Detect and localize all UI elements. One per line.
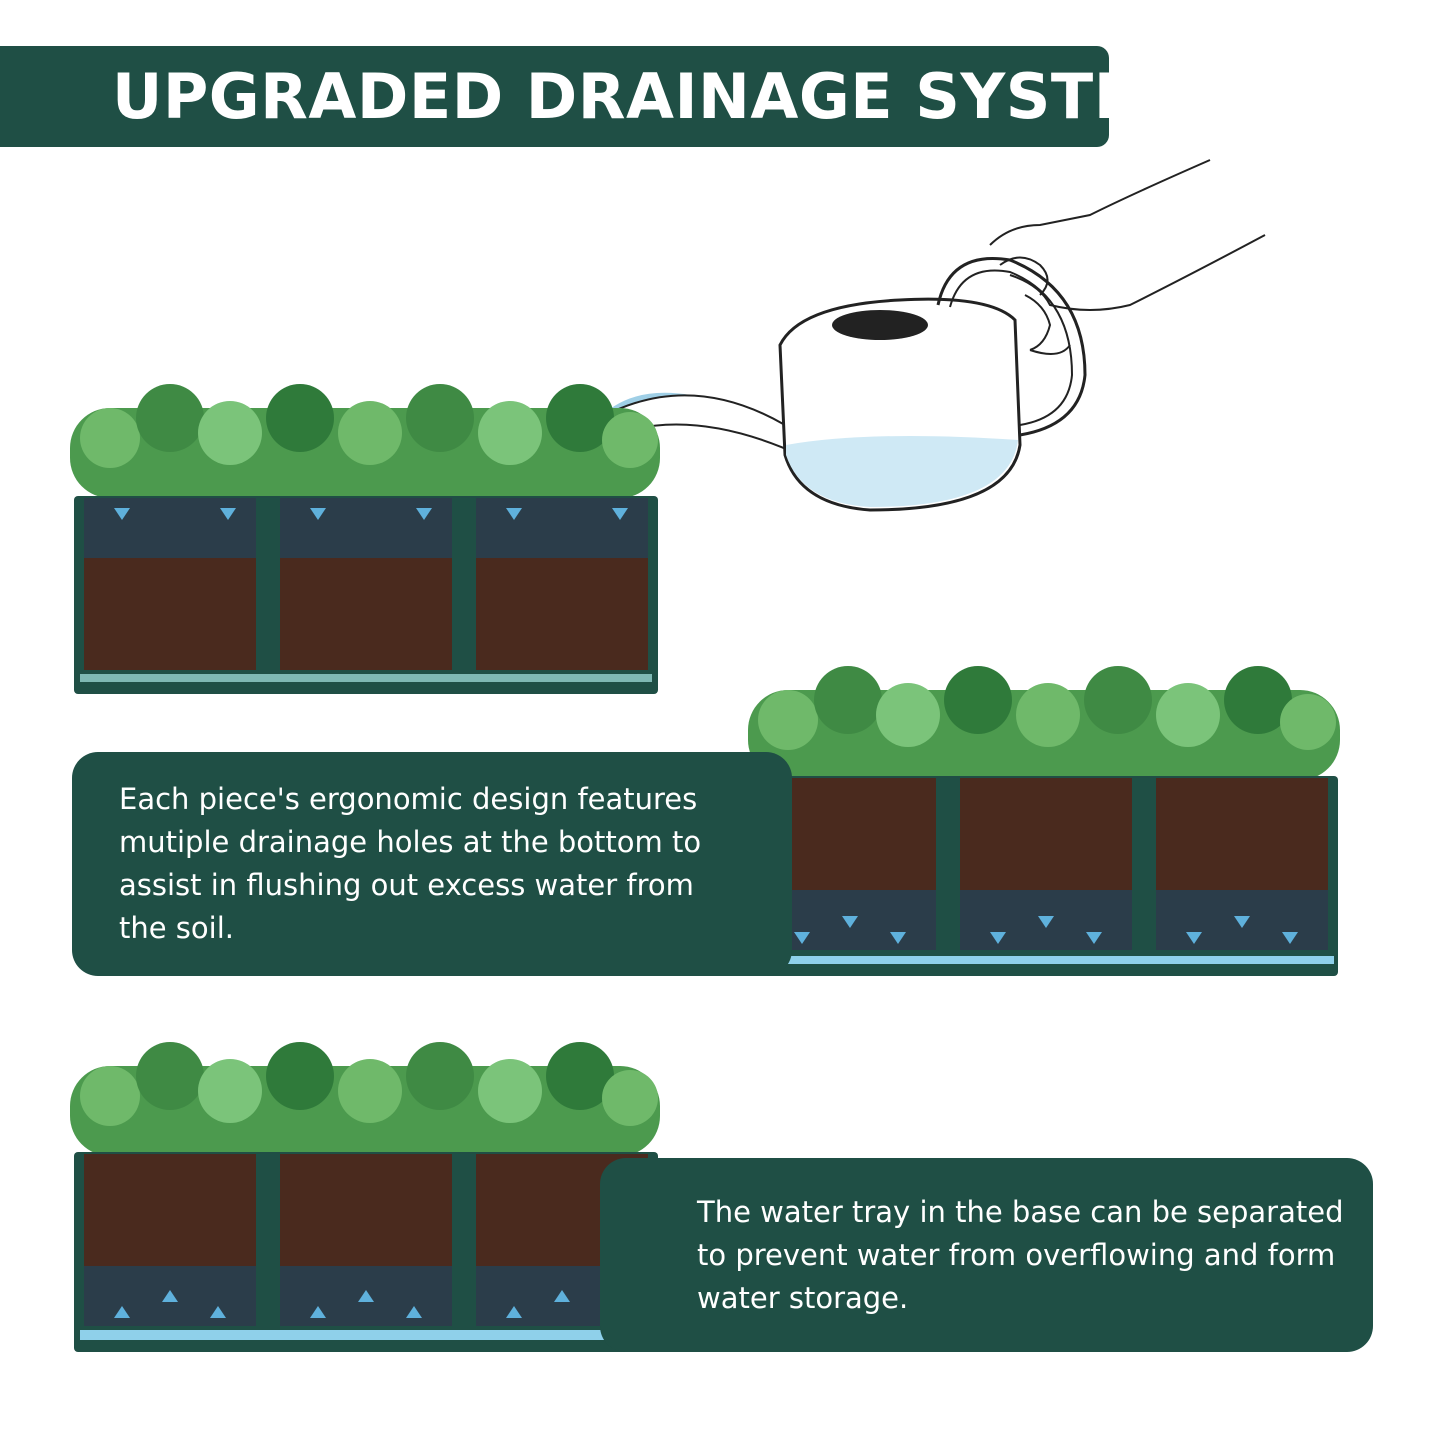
planter-watering	[70, 384, 660, 694]
arrow-down-icon	[114, 508, 628, 520]
info-panel-water-tray: The water tray in the base can be separa…	[600, 1158, 1373, 1352]
drainage-description: Each piece's ergonomic design features m…	[119, 782, 702, 945]
page-title: UPGRADED DRAINAGE SYSTEM	[112, 60, 1199, 133]
planter-draining	[748, 666, 1340, 976]
plant-leaves	[70, 1042, 660, 1156]
arrow-down-icon	[794, 916, 1298, 944]
info-panel-drainage: Each piece's ergonomic design features m…	[72, 752, 792, 976]
plant-leaves	[748, 666, 1340, 780]
plant-leaves	[70, 384, 660, 498]
watering-can-icon	[582, 159, 1266, 512]
planter-storage	[70, 1042, 660, 1352]
water-tray-description: The water tray in the base can be separa…	[697, 1195, 1344, 1315]
header-banner: UPGRADED DRAINAGE SYSTEM	[0, 46, 1198, 147]
